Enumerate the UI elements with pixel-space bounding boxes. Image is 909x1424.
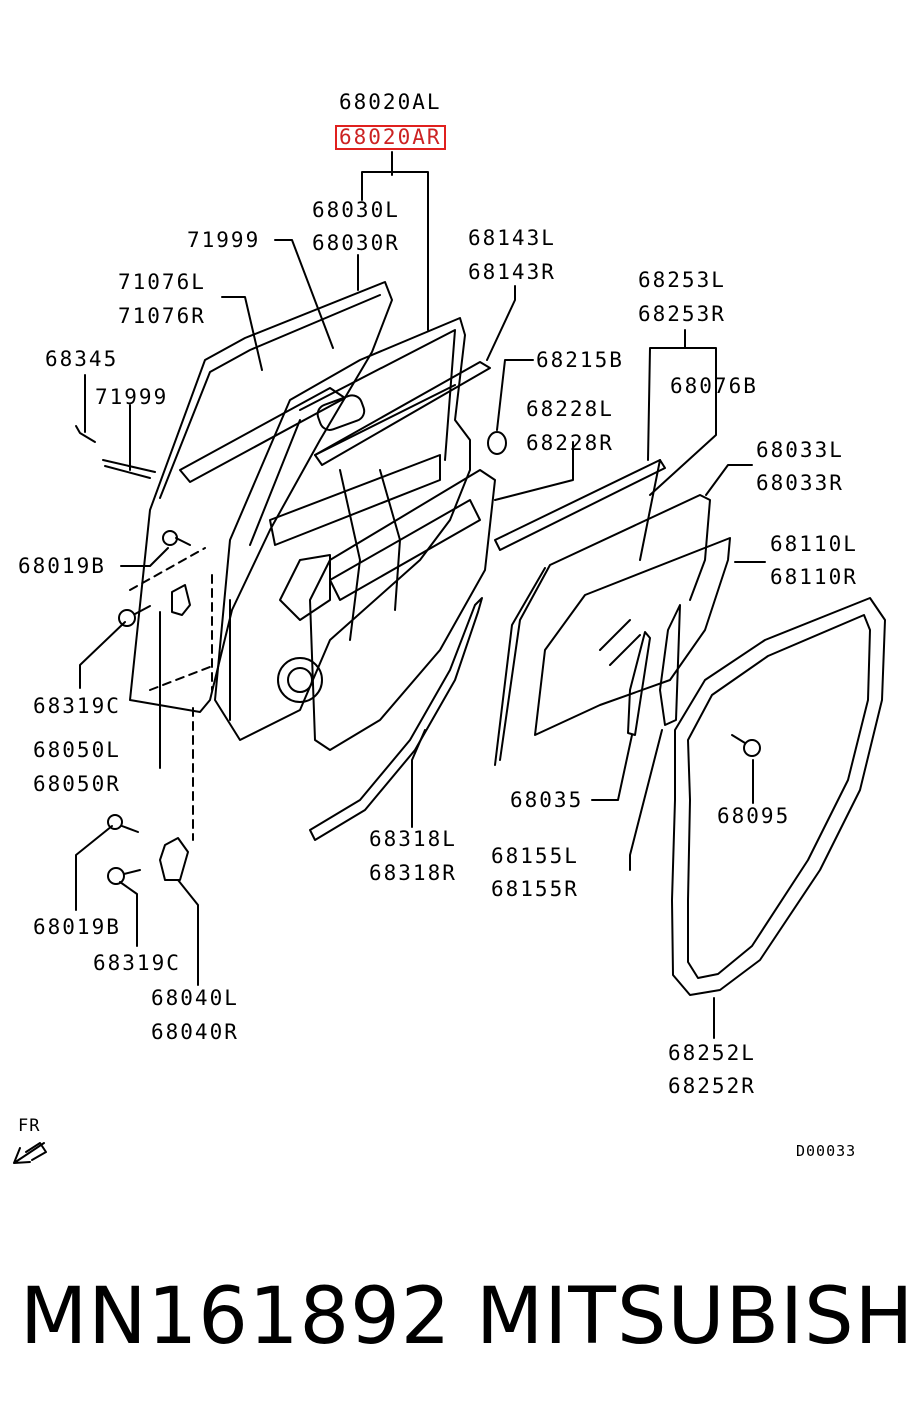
label-68020ar-highlighted: 68020AR [335,125,446,150]
label-68252l: 68252L [668,1041,756,1065]
part-number: MN161892 [20,1272,452,1362]
label-68030r: 68030R [312,231,400,255]
label-68319c: 68319C [33,694,121,718]
label-68019b-lower: 68019B [33,915,121,939]
label-68252r: 68252R [668,1074,756,1098]
label-68155l: 68155L [491,844,579,868]
label-68228l: 68228L [526,397,614,421]
door-opening-weatherstrip [671,597,886,996]
glass-run [494,494,711,766]
label-68345: 68345 [45,347,119,371]
label-68253l: 68253L [638,268,726,292]
label-68019b: 68019B [18,554,106,578]
label-68050l: 68050L [33,738,121,762]
label-68253r: 68253R [638,302,726,326]
label-68076b: 68076B [670,374,758,398]
diagram-code: D00033 [796,1142,857,1160]
label-68040l: 68040L [151,986,239,1010]
label-68228r: 68228R [526,431,614,455]
label-68110l: 68110L [770,532,858,556]
label-71076r: 71076R [118,304,206,328]
label-68040r: 68040R [151,1020,239,1044]
label-68020al: 68020AL [339,90,442,114]
label-68215b: 68215B [536,348,624,372]
label-68110r: 68110R [770,565,858,589]
label-68033l: 68033L [756,438,844,462]
label-68030l: 68030L [312,198,400,222]
label-68143l: 68143L [468,226,556,250]
belt-molding [179,387,346,483]
door-seal-strip [309,597,483,841]
label-71076l: 71076L [118,270,206,294]
label-71999: 71999 [187,228,261,252]
door-inner-panel [214,317,471,741]
label-68318r: 68318R [369,861,457,885]
window-weatherstrip [314,361,491,466]
window-run-channel [494,459,666,551]
label-68033r: 68033R [756,471,844,495]
label-68050r: 68050R [33,772,121,796]
brand-name: MITSUBISHI [476,1272,909,1362]
label-68155r: 68155R [491,877,579,901]
front-direction-label: FR [18,1116,41,1136]
part-caption: MN161892 MITSUBISHI [0,1272,909,1382]
door-glass [534,537,731,736]
label-68035: 68035 [510,788,584,812]
label-68143r: 68143R [468,260,556,284]
door-outer-panel [129,281,393,713]
label-68318l: 68318L [369,827,457,851]
label-71999-b: 71999 [95,385,169,409]
label-68095: 68095 [717,804,791,828]
label-68319c-lower: 68319C [93,951,181,975]
door-trim-sheet [309,469,496,751]
